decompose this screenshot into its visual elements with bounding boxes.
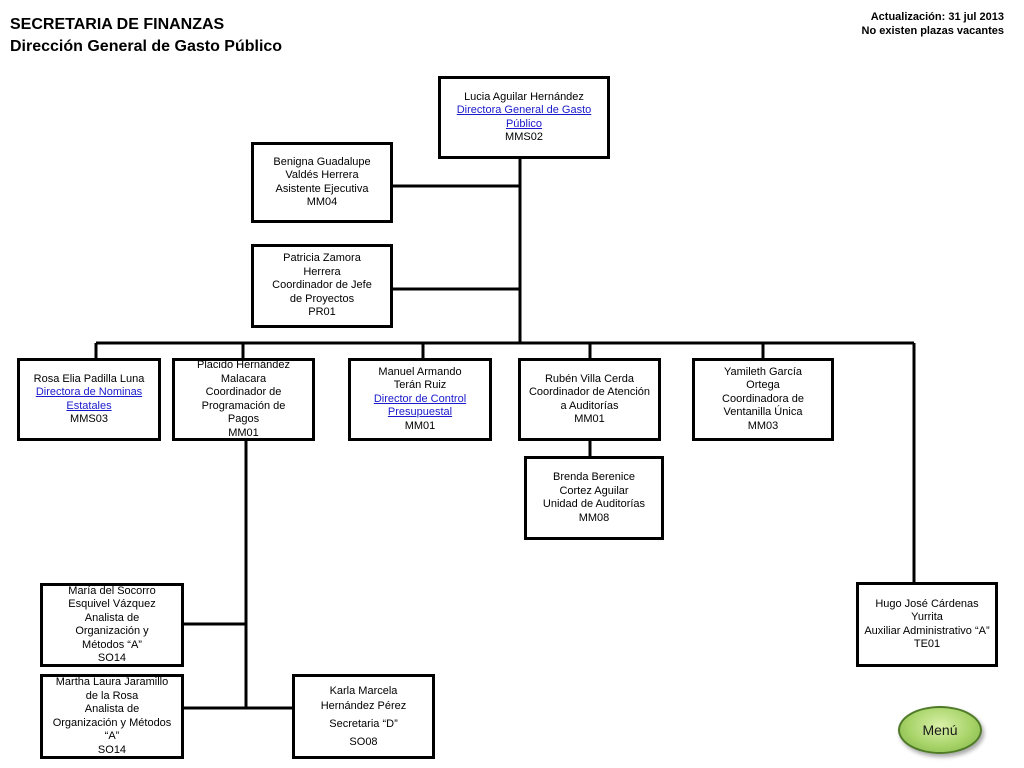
node-asistente: Benigna Guadalupe Valdés Herrera Asisten… xyxy=(251,142,393,223)
node-name: Benigna Guadalupe Valdés Herrera xyxy=(273,155,371,182)
node-code: MM03 xyxy=(747,419,779,432)
node-name: Placido Hernández Malacara xyxy=(197,359,290,385)
node-name: Patricia Zamora Herrera xyxy=(283,252,361,278)
node-code: MM01 xyxy=(404,419,436,432)
node-code: MM01 xyxy=(574,413,605,425)
update-note: Actualización: 31 jul 2013 No existen pl… xyxy=(862,10,1004,38)
node-name: Karla Marcela Hernández Pérez xyxy=(320,684,407,712)
node-director: Lucia Aguilar Hernández Directora Genera… xyxy=(438,76,610,159)
node-code: SO08 xyxy=(349,735,378,748)
node-role: Auxiliar Administrativo “A” xyxy=(864,624,990,637)
node-role: Analista de Organización y Métodos “A” xyxy=(75,611,149,651)
node-analista2: Martha Laura Jaramillo de la Rosa Analis… xyxy=(40,674,184,759)
node-pagos: Placido Hernández Malacara Coordinador d… xyxy=(172,358,315,441)
node-nominas: Rosa Elia Padilla Luna Directora de Nomi… xyxy=(17,358,161,441)
node-code: MM01 xyxy=(228,426,259,439)
node-code: MMS03 xyxy=(70,413,108,425)
update-date: Actualización: 31 jul 2013 xyxy=(870,11,1004,23)
node-name: Lucia Aguilar Hernández xyxy=(464,90,584,103)
menu-button[interactable]: Menú xyxy=(898,706,982,754)
node-role: Secretaria “D” xyxy=(329,717,398,730)
node-auditorias: Rubén Villa Cerda Coordinador de Atenció… xyxy=(518,358,661,441)
node-name: Manuel Armando Terán Ruiz xyxy=(378,365,462,392)
node-name: Yamileth García Ortega xyxy=(723,365,803,392)
node-role: Asistente Ejecutiva xyxy=(275,182,369,195)
node-role: Coordinadora de Ventanilla Única xyxy=(722,392,804,419)
node-control: Manuel Armando Terán Ruiz Director de Co… xyxy=(348,358,492,441)
node-role-link[interactable]: Director de Control Presupuestal xyxy=(373,392,467,419)
node-role: Analista de Organización y Métodos “A” xyxy=(52,703,172,742)
node-name: Brenda Berenice Cortez Aguilar xyxy=(553,471,635,497)
node-ventanilla: Yamileth García Ortega Coordinadora de V… xyxy=(692,358,834,441)
node-role-link[interactable]: Directora de Nominas Estatales xyxy=(35,386,143,412)
node-code: PR01 xyxy=(308,306,336,319)
node-unidad-auditorias: Brenda Berenice Cortez Aguilar Unidad de… xyxy=(524,456,664,540)
node-role-link[interactable]: Directora General de Gasto Público xyxy=(456,104,592,130)
node-name: María del Socorro Esquivel Vázquez xyxy=(68,584,156,610)
node-role: Coordinador de Programación de Pagos xyxy=(201,386,286,425)
node-name: Martha Laura Jaramillo de la Rosa xyxy=(55,676,169,702)
page-title: SECRETARIA DE FINANZAS xyxy=(10,16,225,33)
node-role: Coordinador de Atención a Auditorías xyxy=(528,386,651,412)
node-code: MM08 xyxy=(578,511,610,524)
node-role: Unidad de Auditorías xyxy=(542,498,646,510)
node-code: SO14 xyxy=(97,652,127,664)
node-analista1: María del Socorro Esquivel Vázquez Anali… xyxy=(40,583,184,667)
node-role: Coordinador de Jefe de Proyectos xyxy=(272,279,372,305)
node-name: Rubén Villa Cerda xyxy=(544,372,635,385)
node-code: MMS02 xyxy=(505,131,543,143)
node-secretaria: Karla Marcela Hernández Pérez Secretaria… xyxy=(292,674,435,759)
node-coord-proyectos: Patricia Zamora Herrera Coordinador de J… xyxy=(251,244,393,328)
node-name: Rosa Elia Padilla Luna xyxy=(33,372,145,385)
node-name: Hugo José Cárdenas Yurrita xyxy=(875,597,979,624)
node-code: SO14 xyxy=(97,743,127,756)
node-code: TE01 xyxy=(913,638,941,650)
node-code: MM04 xyxy=(306,196,338,208)
vacancies-note: No existen plazas vacantes xyxy=(861,25,1004,37)
page-subtitle: Dirección General de Gasto Público xyxy=(10,38,283,55)
node-auxiliar: Hugo José Cárdenas Yurrita Auxiliar Admi… xyxy=(856,582,998,667)
